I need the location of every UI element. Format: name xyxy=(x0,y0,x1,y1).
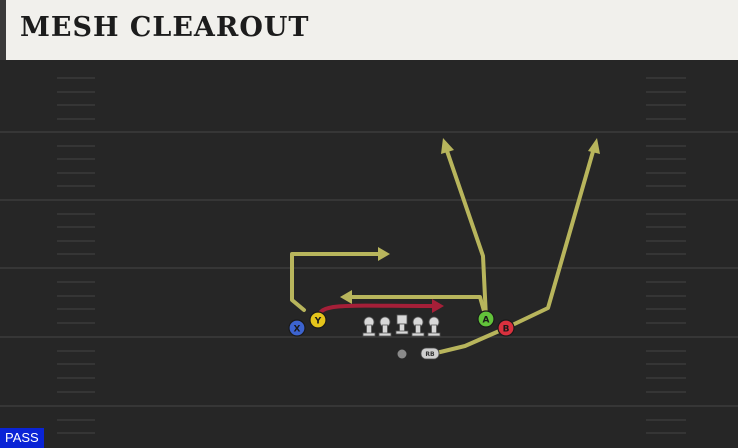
play-title-bar: MESH CLEAROUT xyxy=(0,0,738,60)
route-a-post xyxy=(444,146,488,320)
receiver-y[interactable]: Y xyxy=(309,311,327,329)
svg-text:B: B xyxy=(503,325,510,335)
route-a-drag-arrowhead xyxy=(340,290,352,304)
play-title: MESH CLEAROUT xyxy=(20,12,310,43)
svg-text:A: A xyxy=(483,316,490,326)
route-a-post-arrowhead xyxy=(441,138,454,154)
route-b-go-arrowhead xyxy=(588,138,600,154)
hash-marks-right xyxy=(646,77,686,434)
svg-text:X: X xyxy=(294,325,301,335)
offensive-line xyxy=(362,314,441,337)
quarterback-icon xyxy=(397,349,407,359)
b-button-icon xyxy=(497,319,515,337)
yard-lines xyxy=(0,131,738,407)
a-button-icon xyxy=(477,310,495,328)
route-b-go xyxy=(504,146,596,330)
receiver-x[interactable]: X xyxy=(288,319,306,337)
lineman-center xyxy=(396,314,408,325)
receiver-a[interactable]: A xyxy=(477,310,495,328)
route-y-arrowhead xyxy=(432,299,444,313)
y-button-icon xyxy=(309,311,327,329)
receiver-b[interactable]: B xyxy=(497,319,515,337)
route-rb-swing xyxy=(430,326,508,356)
route-x-arrowhead xyxy=(378,247,390,261)
play-type-badge: PASS xyxy=(0,428,44,448)
svg-text:Y: Y xyxy=(314,317,322,327)
route-x-corner-out xyxy=(290,252,382,312)
play-field: RB X Y A B xyxy=(0,60,738,448)
svg-text:RB: RB xyxy=(425,351,435,358)
hash-marks-left xyxy=(57,77,95,434)
x-button-icon xyxy=(288,319,306,337)
running-back-icon: RB xyxy=(420,347,440,360)
